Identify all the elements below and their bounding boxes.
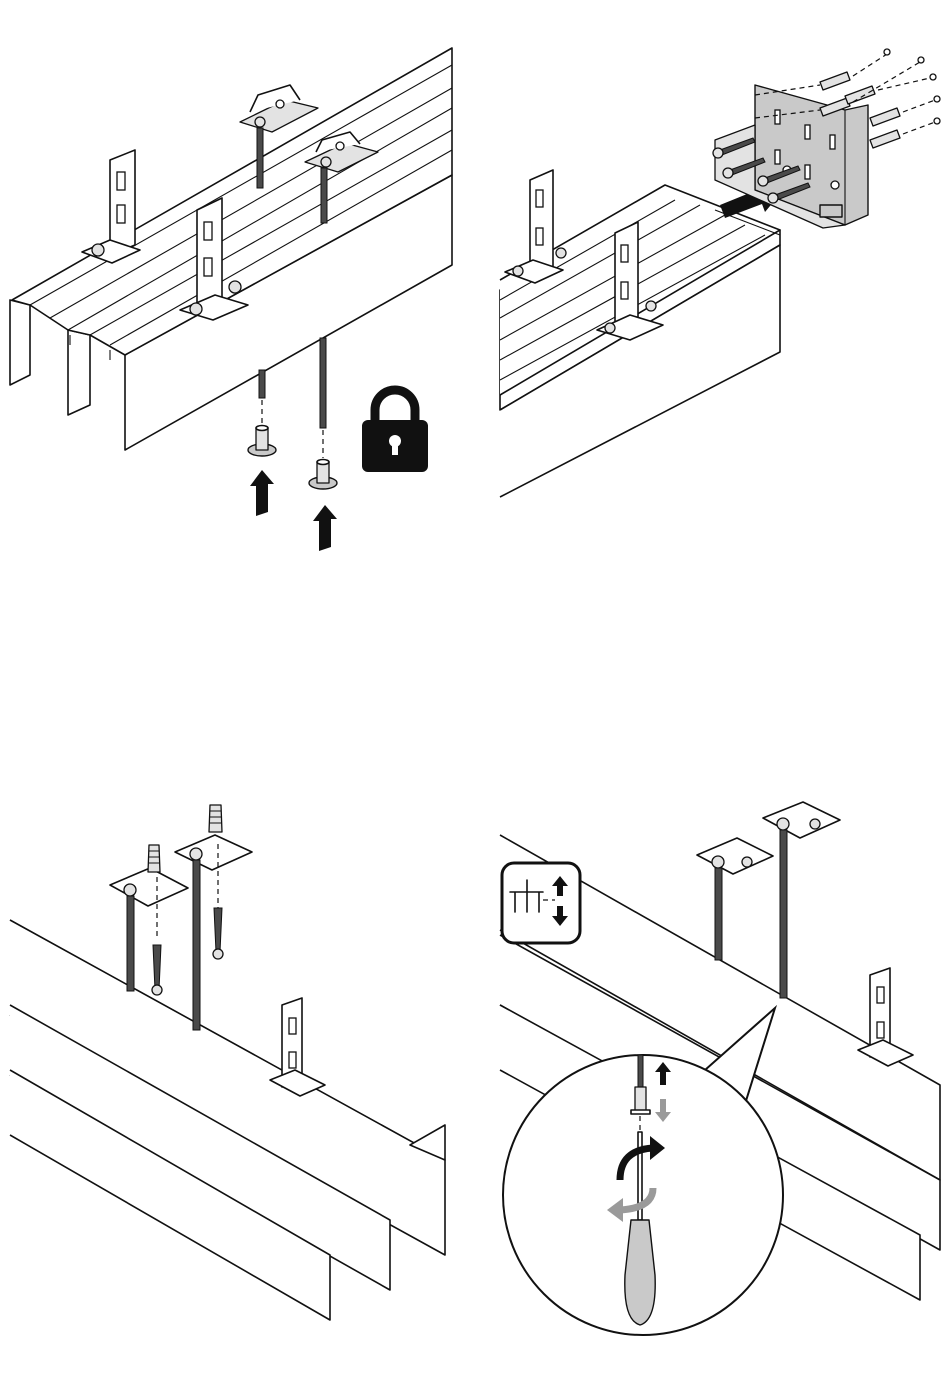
step-2-panel bbox=[475, 0, 950, 600]
flange-nut-1 bbox=[248, 426, 276, 457]
ceiling-clamp-left bbox=[697, 838, 773, 960]
flange-nut-2 bbox=[309, 460, 337, 490]
ceiling-clamp-left bbox=[110, 868, 188, 995]
ceiling-clamp-right bbox=[763, 802, 840, 998]
height-adjust-icon bbox=[502, 863, 580, 943]
step-1-panel bbox=[0, 0, 475, 600]
step-3-panel bbox=[0, 780, 475, 1378]
step-1-illustration bbox=[0, 0, 475, 600]
arrow-up-icon-2 bbox=[313, 505, 337, 551]
track-front-fascia-2 bbox=[68, 330, 90, 415]
ceiling-clamp-right bbox=[175, 835, 252, 1030]
hanger-bracket-left bbox=[82, 150, 140, 263]
step-2-illustration bbox=[475, 0, 950, 600]
step-4-panel bbox=[475, 780, 950, 1378]
padlock-icon bbox=[362, 390, 428, 472]
track-front-fascia-1 bbox=[10, 300, 30, 385]
step-4-illustration bbox=[475, 780, 950, 1378]
threaded-rod-long bbox=[320, 338, 326, 428]
threaded-rod-short bbox=[259, 370, 265, 398]
hanger-bracket bbox=[270, 998, 325, 1096]
screw-icon bbox=[638, 1055, 643, 1087]
arrow-up-icon bbox=[250, 470, 274, 516]
step-3-illustration bbox=[0, 780, 475, 1378]
hanger-bracket bbox=[858, 968, 913, 1066]
